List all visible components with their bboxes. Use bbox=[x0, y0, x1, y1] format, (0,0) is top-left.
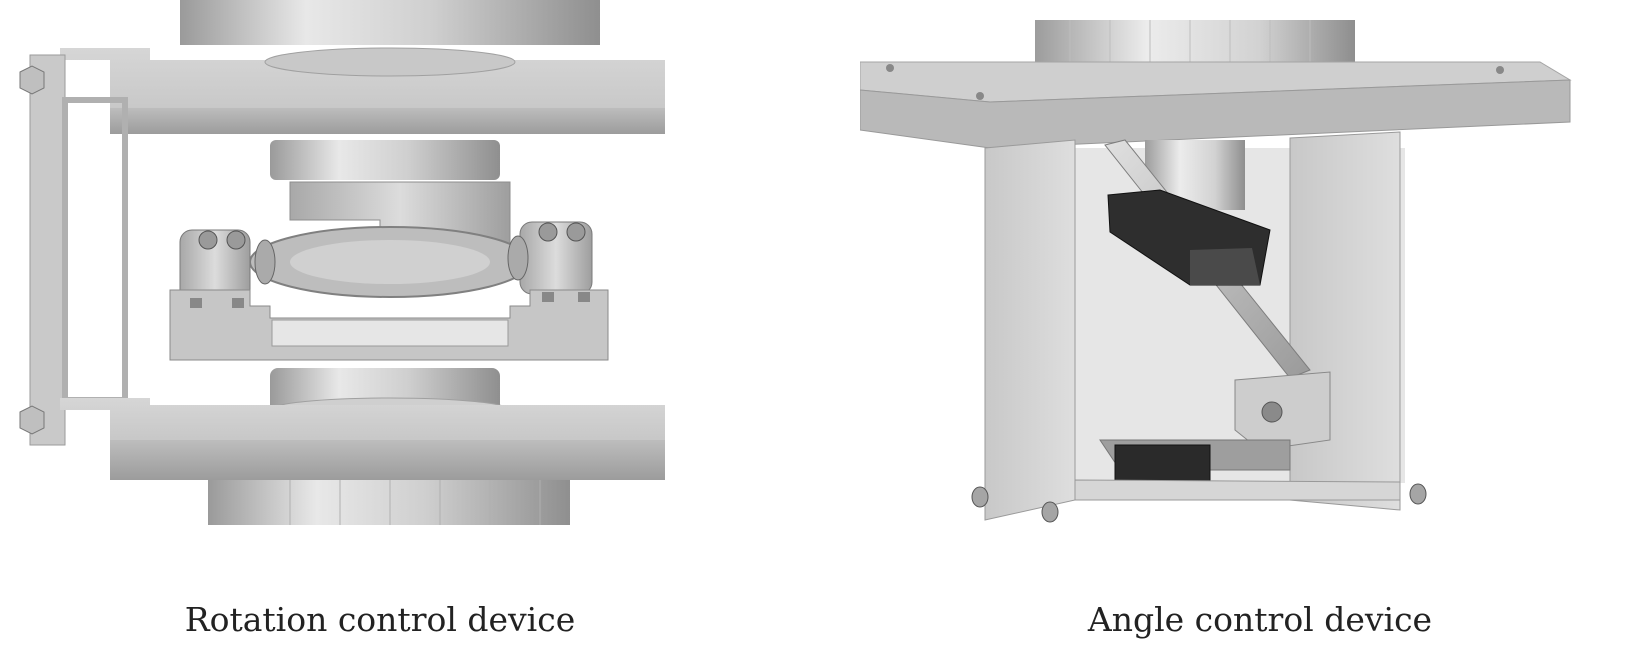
top-plate-edge bbox=[110, 108, 665, 134]
left-side-wall bbox=[984, 139, 1076, 521]
roller-screw-icon bbox=[566, 222, 586, 242]
angle-control-device-caption: Angle control device bbox=[1087, 600, 1433, 639]
plate-hole-icon bbox=[886, 64, 894, 72]
pivot-pin-icon bbox=[1261, 401, 1283, 423]
bolt-head-icon bbox=[1041, 501, 1059, 523]
top-plate-edge bbox=[860, 79, 1571, 149]
angle-control-device-figure bbox=[860, 0, 1634, 560]
roller-screw-icon bbox=[538, 222, 558, 242]
side-frame-post bbox=[29, 54, 66, 446]
rotation-ring-inner bbox=[290, 240, 490, 284]
rotation-control-device-illustration bbox=[19, 0, 665, 525]
base-plate bbox=[1074, 479, 1401, 501]
bolt-head-icon bbox=[971, 486, 989, 508]
bolt-head-icon bbox=[1409, 483, 1427, 505]
roller-screw-icon bbox=[226, 230, 246, 250]
plate-hole-icon bbox=[976, 92, 984, 100]
bottom-plate bbox=[60, 398, 665, 450]
hex-bolt-icon bbox=[19, 405, 45, 435]
right-roller bbox=[507, 235, 529, 281]
tray-screw-icon bbox=[190, 298, 202, 308]
tray-screw-icon bbox=[578, 292, 590, 302]
pivot-block bbox=[1234, 371, 1331, 451]
angle-control-device-illustration bbox=[860, 20, 1572, 523]
bottom-cylinder bbox=[208, 480, 570, 525]
roller-screw-icon bbox=[198, 230, 218, 250]
tray-screw-icon bbox=[542, 292, 554, 302]
rotation-control-device-caption: Rotation control device bbox=[184, 600, 576, 639]
tray-screw-icon bbox=[232, 298, 244, 308]
hex-bolt-icon bbox=[19, 65, 45, 95]
carriage-face bbox=[1190, 248, 1260, 285]
bottom-plate-edge bbox=[110, 440, 665, 480]
top-cylinder bbox=[180, 0, 600, 45]
top-bearing-ring bbox=[264, 47, 516, 77]
side-frame-window bbox=[62, 97, 128, 403]
plate-hole-icon bbox=[1496, 66, 1504, 74]
right-side-wall bbox=[1289, 131, 1401, 511]
tray-slot bbox=[271, 319, 509, 347]
upper-hub bbox=[270, 140, 500, 180]
rotation-control-device-figure bbox=[0, 0, 720, 560]
left-roller bbox=[254, 239, 276, 285]
